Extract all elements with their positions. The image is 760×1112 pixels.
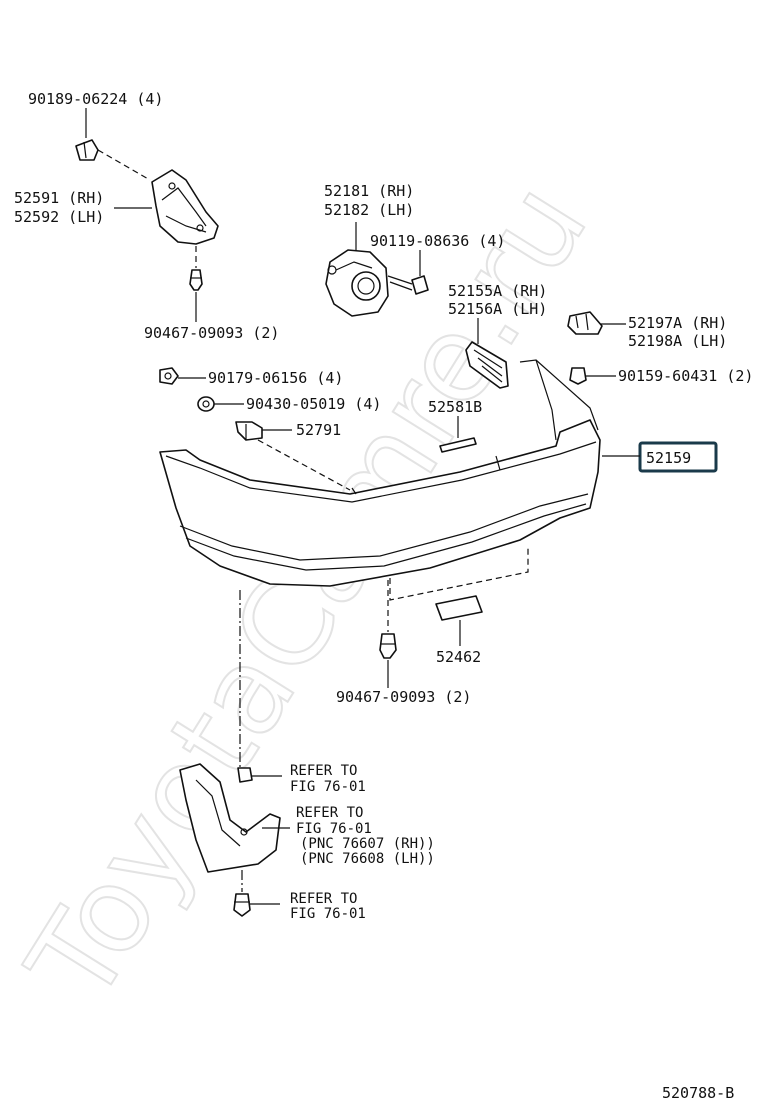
screw-90467-bottom[interactable] bbox=[379, 633, 397, 659]
label-90179: 90179-06156 (4) bbox=[208, 369, 343, 387]
label-52462: 52462 bbox=[436, 648, 481, 666]
label-52181: 52181 (RH) bbox=[324, 182, 414, 200]
label-52197A: 52197A (RH) bbox=[628, 314, 727, 332]
label-52591: 52591 (RH) bbox=[14, 189, 104, 207]
refer1-line1: REFER TO bbox=[290, 763, 357, 779]
spacer-52462[interactable] bbox=[435, 595, 483, 621]
label-52155A: 52155A (RH) bbox=[448, 282, 547, 300]
figure-id: 520788-B bbox=[662, 1084, 734, 1102]
label-90467-bottom: 90467-09093 (2) bbox=[336, 688, 471, 706]
refer2-line2: FIG 76-01 bbox=[296, 821, 372, 837]
screw-90159[interactable] bbox=[569, 367, 587, 385]
clip-90189[interactable] bbox=[75, 139, 99, 161]
clip-mudguard-top[interactable] bbox=[237, 767, 253, 783]
label-90159: 90159-60431 (2) bbox=[618, 367, 753, 385]
label-52156A: 52156A (LH) bbox=[448, 300, 547, 318]
label-52159: 52159 bbox=[646, 449, 691, 467]
bumper-bracket[interactable] bbox=[151, 169, 219, 245]
clip-52791[interactable] bbox=[235, 421, 263, 441]
refer2-line4: (PNC 76608 (LH)) bbox=[300, 851, 435, 867]
refer2-line1: REFER TO bbox=[296, 805, 363, 821]
bolt-90119[interactable] bbox=[387, 275, 429, 295]
washer-90430[interactable] bbox=[197, 396, 215, 412]
nut-90179[interactable] bbox=[159, 367, 179, 385]
highlight-box bbox=[638, 441, 718, 473]
label-52198A: 52198A (LH) bbox=[628, 332, 727, 350]
screw-mudguard-bottom[interactable] bbox=[233, 893, 251, 917]
label-90189: 90189-06224 (4) bbox=[28, 90, 163, 108]
label-52592: 52592 (LH) bbox=[14, 208, 104, 226]
rear-bumper-cover[interactable] bbox=[159, 359, 601, 587]
label-52581B: 52581B bbox=[428, 398, 482, 416]
refer3-line1: REFER TO bbox=[290, 891, 357, 907]
bumper-duct[interactable] bbox=[465, 341, 509, 389]
refer2-line3: (PNC 76607 (RH)) bbox=[300, 836, 435, 852]
refer1-line2: FIG 76-01 bbox=[290, 779, 366, 795]
side-retainer[interactable] bbox=[567, 311, 603, 335]
reflector-52581B[interactable] bbox=[439, 437, 477, 453]
screw-90467-top[interactable] bbox=[189, 269, 203, 291]
label-90467-top: 90467-09093 (2) bbox=[144, 324, 279, 342]
mud-guard[interactable] bbox=[179, 763, 281, 873]
fog-lamp[interactable] bbox=[325, 249, 389, 317]
label-52791: 52791 bbox=[296, 421, 341, 439]
label-52182: 52182 (LH) bbox=[324, 201, 414, 219]
refer3-line2: FIG 76-01 bbox=[290, 906, 366, 922]
label-90119: 90119-08636 (4) bbox=[370, 232, 505, 250]
label-90430: 90430-05019 (4) bbox=[246, 395, 381, 413]
